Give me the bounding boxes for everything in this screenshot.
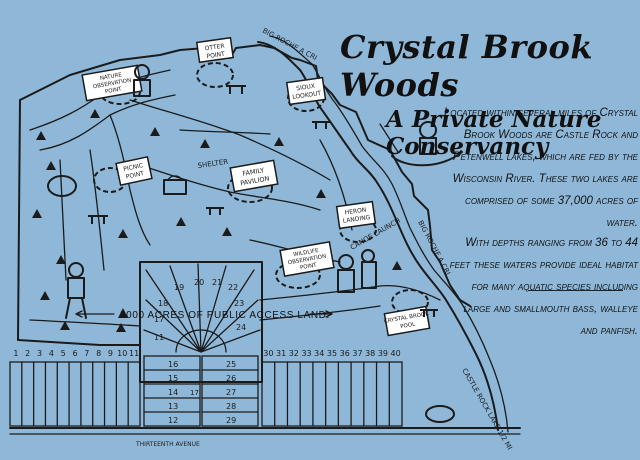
lot-number: 32 bbox=[289, 349, 299, 358]
svg-text:22: 22 bbox=[228, 283, 238, 292]
lot-number: 5 bbox=[61, 349, 66, 358]
sign-otter-point: OTTER POINT bbox=[195, 36, 235, 64]
svg-text:28: 28 bbox=[226, 402, 236, 411]
svg-text:17: 17 bbox=[190, 389, 199, 397]
sign-crystal-brook-pool: CRYSTAL BROOK POOL bbox=[384, 305, 431, 337]
svg-text:SIOUX: SIOUX bbox=[296, 83, 316, 93]
svg-text:19: 19 bbox=[174, 283, 184, 292]
public-access-arrow bbox=[75, 308, 333, 318]
svg-text:23: 23 bbox=[234, 299, 244, 308]
river-bank bbox=[269, 35, 509, 433]
label-shelter: SHELTER bbox=[197, 158, 229, 170]
lot-number: 2 bbox=[25, 349, 30, 358]
svg-text:POINT: POINT bbox=[125, 170, 145, 181]
description-paragraph-1: Located within several miles of Crystal … bbox=[443, 107, 638, 229]
svg-text:24: 24 bbox=[236, 323, 246, 332]
sign-family-pavilion: FAMILY PAVILION bbox=[229, 159, 279, 193]
svg-text:FAMILY: FAMILY bbox=[242, 166, 265, 178]
lot-number: 39 bbox=[378, 349, 388, 358]
lot-number: 30 bbox=[263, 349, 273, 358]
svg-text:POINT: POINT bbox=[300, 262, 318, 271]
svg-text:13: 13 bbox=[168, 402, 178, 411]
lot-number: 11 bbox=[129, 349, 139, 358]
title-subtitle: A Private Nature Conservancy bbox=[386, 106, 602, 160]
lot-number: 7 bbox=[84, 349, 89, 358]
lot-strip-outline bbox=[261, 361, 403, 427]
sign-nature-observation-point: NATURE OBSERVATION POINT bbox=[81, 64, 143, 102]
svg-text:27: 27 bbox=[226, 388, 236, 397]
signature-line bbox=[528, 290, 623, 291]
lot-number: 36 bbox=[340, 349, 350, 358]
svg-text:POOL: POOL bbox=[400, 322, 417, 331]
lot-number: 4 bbox=[49, 349, 54, 358]
svg-text:16: 16 bbox=[168, 360, 178, 369]
lot-number: 1 bbox=[13, 349, 18, 358]
svg-text:20: 20 bbox=[194, 278, 204, 287]
svg-text:21: 21 bbox=[212, 278, 222, 287]
lot-number: 34 bbox=[314, 349, 324, 358]
lot-number: 37 bbox=[352, 349, 362, 358]
svg-text:OTTER: OTTER bbox=[204, 43, 225, 53]
svg-text:17: 17 bbox=[154, 315, 164, 324]
lot-number: 3 bbox=[37, 349, 42, 358]
svg-text:POINT: POINT bbox=[105, 86, 123, 95]
center-lots: 16 15 14 13 12 25 26 27 28 29 17 bbox=[143, 355, 259, 427]
map-title: Crystal Brook Woods A Private Nature Con… bbox=[340, 28, 640, 160]
svg-text:NATURE: NATURE bbox=[100, 72, 123, 82]
bear-illustration bbox=[133, 64, 151, 97]
lot-number: 38 bbox=[365, 349, 375, 358]
svg-text:25: 25 bbox=[226, 360, 236, 369]
svg-text:29: 29 bbox=[226, 416, 236, 425]
lot-number: 10 bbox=[117, 349, 127, 358]
svg-text:26: 26 bbox=[226, 374, 236, 383]
lot-strip-outline bbox=[9, 361, 141, 427]
hiker-illustration bbox=[65, 262, 87, 319]
sign-wildlife-observation-point: WILDLIFE OBSERVATION POINT bbox=[279, 240, 335, 278]
tree-icons bbox=[32, 109, 402, 332]
sign-heron-landing: HERON LANDING bbox=[335, 200, 377, 230]
svg-text:LANDING: LANDING bbox=[342, 214, 371, 225]
svg-text:POINT: POINT bbox=[206, 51, 225, 61]
svg-text:14: 14 bbox=[168, 388, 178, 397]
picnic-basket-illustration bbox=[163, 175, 187, 195]
turkey-illustration bbox=[47, 175, 77, 197]
subdivision-fan: 19 20 21 22 18 17 11 23 24 bbox=[139, 261, 263, 383]
svg-text:THIRTEENTH AVENUE: THIRTEENTH AVENUE bbox=[135, 441, 200, 448]
title-main: Crystal Brook Woods bbox=[340, 28, 594, 104]
svg-text:HERON: HERON bbox=[344, 207, 366, 217]
sign-picnic-point: PICNIC POINT bbox=[115, 156, 153, 186]
lot-number: 8 bbox=[96, 349, 101, 358]
lot-number: 9 bbox=[108, 349, 113, 358]
lot-number: 6 bbox=[72, 349, 77, 358]
svg-text:11: 11 bbox=[154, 333, 164, 342]
description-paragraph-2: With depths ranging from 36 to 44 feet t… bbox=[449, 237, 638, 337]
fisherman-in-canoe-illustration bbox=[379, 121, 463, 167]
svg-text:15: 15 bbox=[168, 374, 178, 383]
lot-number: 31 bbox=[276, 349, 286, 358]
animal-figures-illustration bbox=[337, 249, 377, 293]
thirteenth-avenue: THIRTEENTH AVENUE bbox=[9, 427, 521, 448]
svg-text:LOOKOUT: LOOKOUT bbox=[292, 90, 322, 101]
lot-number: 35 bbox=[327, 349, 337, 358]
lot-number: 40 bbox=[391, 349, 401, 358]
sign-sioux-lookout: SIOUX LOOKOUT bbox=[285, 76, 327, 106]
public-access-note: 3000 ACRES OF PUBLIC ACCESS LAND. bbox=[120, 310, 330, 321]
property-bottom-edge bbox=[17, 339, 141, 346]
turtle-illustration bbox=[425, 405, 455, 423]
svg-text:PICNIC: PICNIC bbox=[123, 162, 144, 173]
lot-number: 33 bbox=[301, 349, 311, 358]
picnic-table-icons bbox=[88, 85, 438, 317]
svg-text:12: 12 bbox=[168, 416, 178, 425]
svg-text:18: 18 bbox=[158, 299, 168, 308]
property-left-edge bbox=[17, 99, 21, 341]
svg-text:WILDLIFE: WILDLIFE bbox=[293, 248, 320, 258]
